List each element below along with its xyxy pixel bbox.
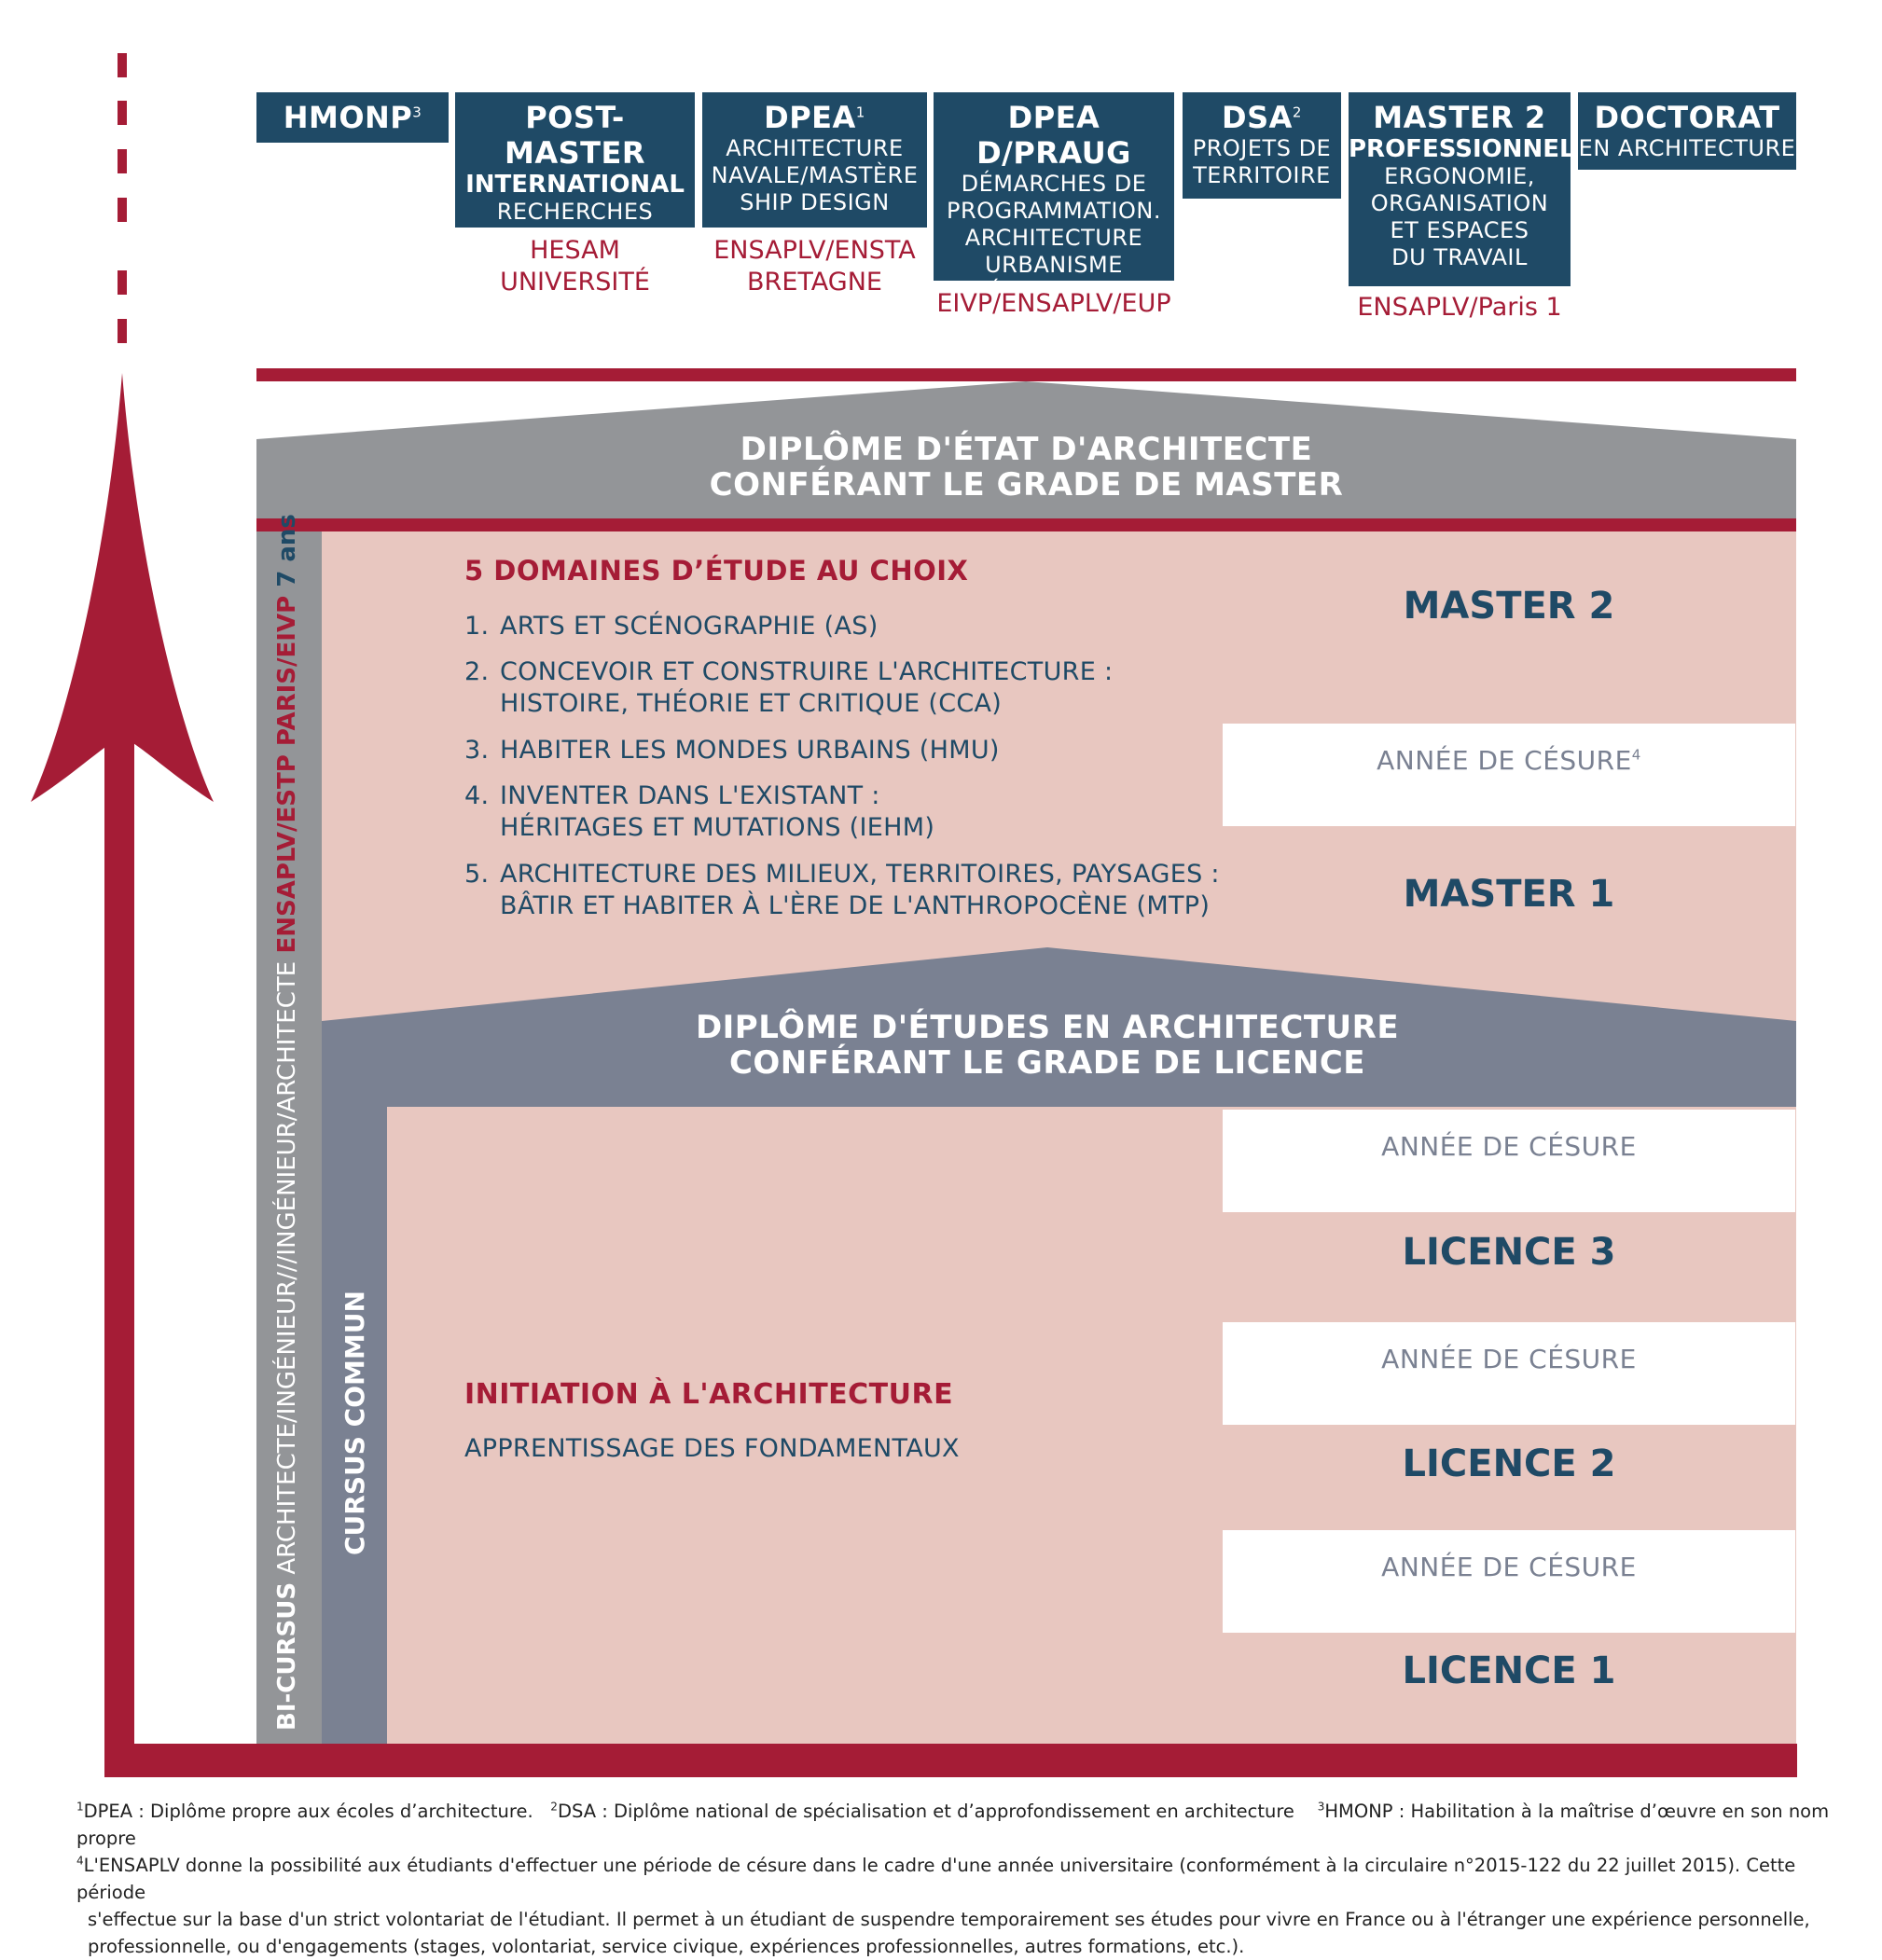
program-post-master: POST-MASTER INTERNATIONAL RECHERCHES EN … xyxy=(455,92,695,252)
bi-cursus-label: BI-CURSUS ARCHITECTE/INGÉNIEUR///INGÉNIE… xyxy=(273,514,301,1731)
arrow-shaft xyxy=(104,727,134,1753)
cursus-commun-label: CURSUS COMMUN xyxy=(339,1291,370,1555)
footnote-4: 4L'ENSAPLV donne la possibilité aux étud… xyxy=(76,1854,1796,1903)
program-master2-pro: MASTER 2 PROFESSIONNEL ERGONOMIE, ORGANI… xyxy=(1349,92,1575,286)
cursus-commun-column xyxy=(322,1107,387,1744)
domain-item: 4.INVENTER DANS L'EXISTANT :HÉRITAGES ET… xyxy=(464,781,935,842)
arrow-dashed-line xyxy=(118,53,127,343)
year-licence2: LICENCE 2 xyxy=(1402,1442,1616,1485)
year-licence3: LICENCE 3 xyxy=(1402,1231,1616,1274)
master-diploma-divider xyxy=(256,518,1796,531)
master-diploma-title: DIPLÔME D'ÉTAT D'ARCHITECTE CONFÉRANT LE… xyxy=(709,431,1344,504)
initiation-subtitle: APPRENTISSAGE DES FONDAMENTAUX xyxy=(464,1434,960,1463)
domain-item: 1.ARTS ET SCÉNOGRAPHIE (AS) xyxy=(464,612,879,641)
footnotes: 1DPEA : Diplôme propre aux écoles d’arch… xyxy=(76,1798,1848,1960)
footnote-4-cont: s'effectue sur la base d'un strict volon… xyxy=(88,1909,1810,1930)
footnote-line1: 1DPEA : Diplôme propre aux écoles d’arch… xyxy=(76,1800,1830,1849)
gap-year-l2: ANNÉE DE CÉSURE xyxy=(1223,1322,1795,1425)
gap-year-master: ANNÉE DE CÉSURE4 xyxy=(1223,724,1795,826)
licence-diploma-band xyxy=(322,947,1796,1107)
bi-cursus-column xyxy=(256,531,322,1744)
footnote-4-cont: professionnelle, ou d'engagements (stage… xyxy=(88,1936,1245,1957)
year-master1: MASTER 1 xyxy=(1403,873,1615,916)
institution-ensaplv-ensta: ENSAPLV/ENSTA BRETAGNE xyxy=(713,236,916,297)
program-dpea-praug: DPEA D/PRAUG DÉMARCHES DE PROGRAMMATION.… xyxy=(934,92,1174,305)
year-licence1: LICENCE 1 xyxy=(1402,1649,1616,1692)
institution-hesam: HESAM UNIVERSITÉ xyxy=(500,236,650,297)
program-dpea: DPEA1 ARCHITECTURE NAVALE/MASTÈRE SHIP D… xyxy=(702,92,927,228)
program-hmonp: HMONP3 xyxy=(256,92,449,143)
domain-item: 5.ARCHITECTURE DES MILIEUX, TERRITOIRES,… xyxy=(464,860,1220,920)
bottom-baseline xyxy=(104,1744,1797,1777)
domains-title: 5 DOMAINES D’ÉTUDE AU CHOIX xyxy=(464,555,969,587)
program-doctorat: DOCTORAT EN ARCHITECTURE xyxy=(1578,92,1796,170)
domain-item: 3.HABITER LES MONDES URBAINS (HMU) xyxy=(464,736,1000,765)
program-dsa: DSA2 PROJETS DE TERRITOIRE xyxy=(1183,92,1341,199)
domain-item: 2.CONCEVOIR ET CONSTRUIRE L'ARCHITECTURE… xyxy=(464,657,1114,718)
institution-paris1: ENSAPLV/Paris 1 xyxy=(1357,293,1562,322)
initiation-title: INITIATION À L'ARCHITECTURE xyxy=(464,1378,954,1411)
institution-eivp: EIVP/ENSAPLV/EUP xyxy=(936,289,1171,318)
licence-diploma-title: DIPLÔME D'ÉTUDES EN ARCHITECTURE CONFÉRA… xyxy=(695,1009,1400,1082)
gap-year-l3: ANNÉE DE CÉSURE xyxy=(1223,1110,1795,1212)
master-diploma-band xyxy=(256,381,1796,519)
programs-divider xyxy=(256,368,1796,381)
arrow-head xyxy=(31,373,214,802)
year-master2: MASTER 2 xyxy=(1403,585,1615,628)
gap-year-l1: ANNÉE DE CÉSURE xyxy=(1223,1530,1795,1633)
progression-arrow xyxy=(31,53,214,1753)
